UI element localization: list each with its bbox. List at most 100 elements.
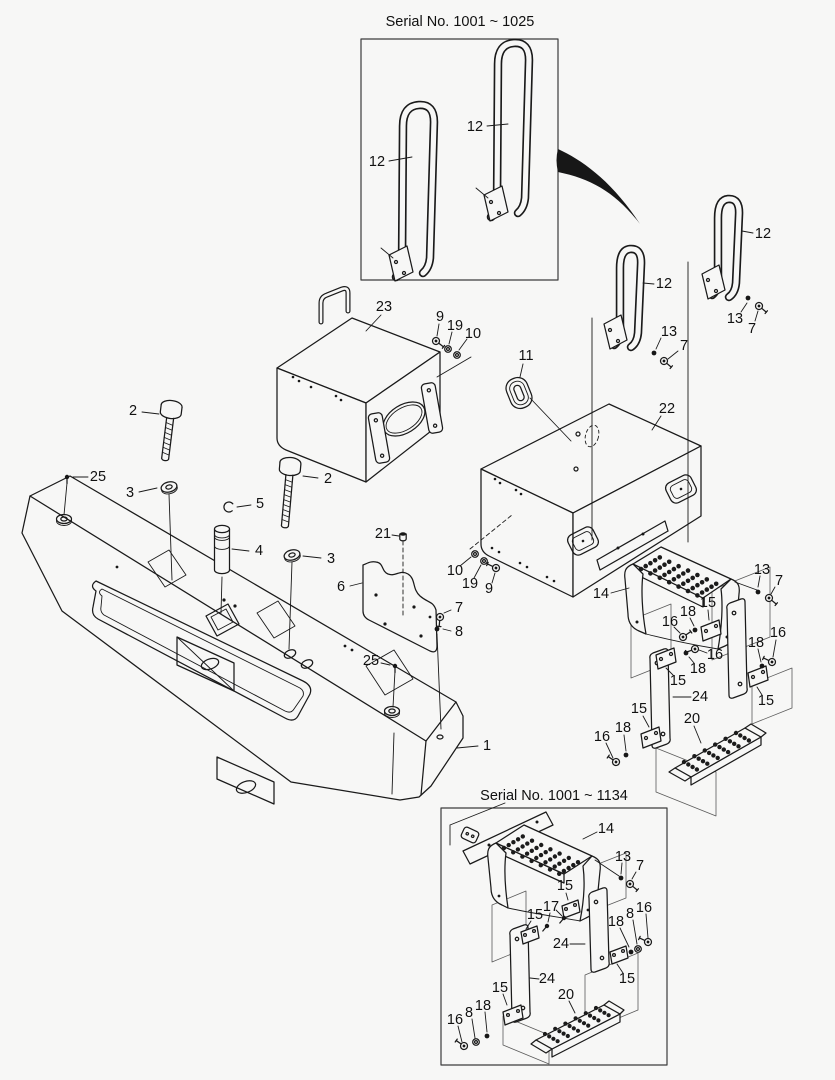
part-callout-15: 15 (557, 878, 573, 894)
leader-line (529, 397, 572, 442)
tread-hole (555, 1039, 560, 1044)
part-15-plate (640, 726, 662, 749)
part-12-grab-handle-short-right (701, 194, 744, 302)
leader-line (693, 725, 702, 744)
leader-line (698, 649, 708, 654)
part-13-washer (755, 589, 761, 595)
part-19-washer (480, 557, 488, 565)
part-callout-15: 15 (700, 595, 716, 611)
part-callout-19: 19 (462, 576, 478, 592)
tread-hole (575, 860, 581, 865)
leader-line (443, 609, 452, 614)
leader-line (458, 338, 468, 351)
tread-hole (520, 844, 525, 849)
tread-hole (732, 741, 737, 746)
tread-hole (736, 744, 741, 749)
part-callout-18: 18 (690, 661, 706, 677)
tread-hole (547, 867, 553, 872)
part-callout-18: 18 (608, 914, 624, 930)
part-callout-24: 24 (553, 936, 569, 952)
tread-hole (506, 842, 511, 848)
counterweight-notch (365, 649, 414, 696)
part-callout-1: 1 (483, 738, 491, 754)
part-callout-9: 9 (436, 309, 444, 325)
tread-hole (685, 578, 691, 584)
tread-hole (529, 838, 535, 843)
tread-hole (565, 1033, 570, 1039)
tread-hole (699, 580, 705, 585)
part-callout-16: 16 (447, 1012, 463, 1028)
tread-hole (557, 861, 562, 866)
leader-line (651, 415, 662, 431)
tread-hole (742, 735, 747, 741)
tread-hole (648, 571, 653, 576)
tread-hole (676, 584, 681, 589)
tread-hole (738, 733, 743, 738)
tread-hole (511, 840, 516, 845)
tread-hole (695, 593, 700, 598)
tread-hole (561, 1031, 566, 1036)
part-12-grab-handle-short-mid (603, 244, 646, 352)
tread-hole (571, 862, 576, 868)
leader-line (594, 859, 620, 877)
leader-line (391, 534, 400, 537)
part-callout-18: 18 (680, 604, 696, 620)
tread-hole (690, 764, 695, 770)
battery-box-strap (420, 382, 444, 434)
part-13-washer (651, 350, 657, 356)
part-3-washer-a (160, 481, 178, 495)
counterweight-pin-hole (205, 603, 240, 637)
tread-hole (563, 1021, 568, 1026)
tread-hole (676, 563, 681, 569)
tread-hole (706, 750, 712, 756)
tread-hole (602, 1010, 607, 1015)
part-8-washer (634, 945, 642, 953)
leader-line (688, 656, 695, 664)
tread-hole (652, 568, 658, 573)
tread-hole (662, 572, 667, 578)
tread-hole (671, 577, 677, 582)
part-24-bracket-right (726, 598, 748, 699)
part-callout-7: 7 (775, 573, 783, 589)
part-15-plate (502, 1004, 524, 1026)
tread-hole (561, 868, 567, 874)
leader-line (525, 920, 532, 930)
leader-line (734, 581, 758, 591)
battery-box-strap (367, 412, 391, 464)
leader-line (436, 323, 440, 337)
part-callout-7: 7 (455, 600, 463, 616)
part-15-plate (609, 945, 629, 965)
part-5-snap-ring (223, 501, 234, 513)
leader-line (568, 1000, 576, 1014)
part-callout-3: 3 (126, 485, 134, 501)
part-callout-14: 14 (593, 586, 609, 602)
tread-hole (567, 1023, 572, 1029)
tread-hole (593, 1005, 599, 1011)
part-callout-20: 20 (558, 987, 574, 1003)
tread-hole (700, 759, 706, 764)
tread-hole (557, 851, 562, 856)
leader-line (486, 123, 509, 127)
leader-line (473, 564, 482, 579)
leader-line (471, 1018, 476, 1039)
leader-line (302, 475, 319, 479)
counterweight-notch (256, 600, 296, 639)
leader-line (138, 487, 158, 493)
part-12-grab-handle-long-right (475, 38, 534, 222)
tread-hole (657, 555, 663, 560)
leader-line (665, 667, 674, 676)
tread-hole (548, 857, 553, 862)
part-20-step-lower (668, 723, 767, 786)
part-13-washer (618, 875, 624, 881)
leader-line (642, 282, 655, 285)
part-callout-15: 15 (758, 693, 774, 709)
tread-hole (553, 1026, 558, 1031)
tread-hole (539, 842, 544, 848)
part-19-washer (444, 345, 452, 353)
part-callout-18: 18 (475, 998, 491, 1014)
tread-hole (671, 566, 677, 572)
leader-line (380, 662, 391, 666)
part-16-bolt (637, 934, 654, 948)
part-callout-6: 6 (337, 579, 345, 595)
